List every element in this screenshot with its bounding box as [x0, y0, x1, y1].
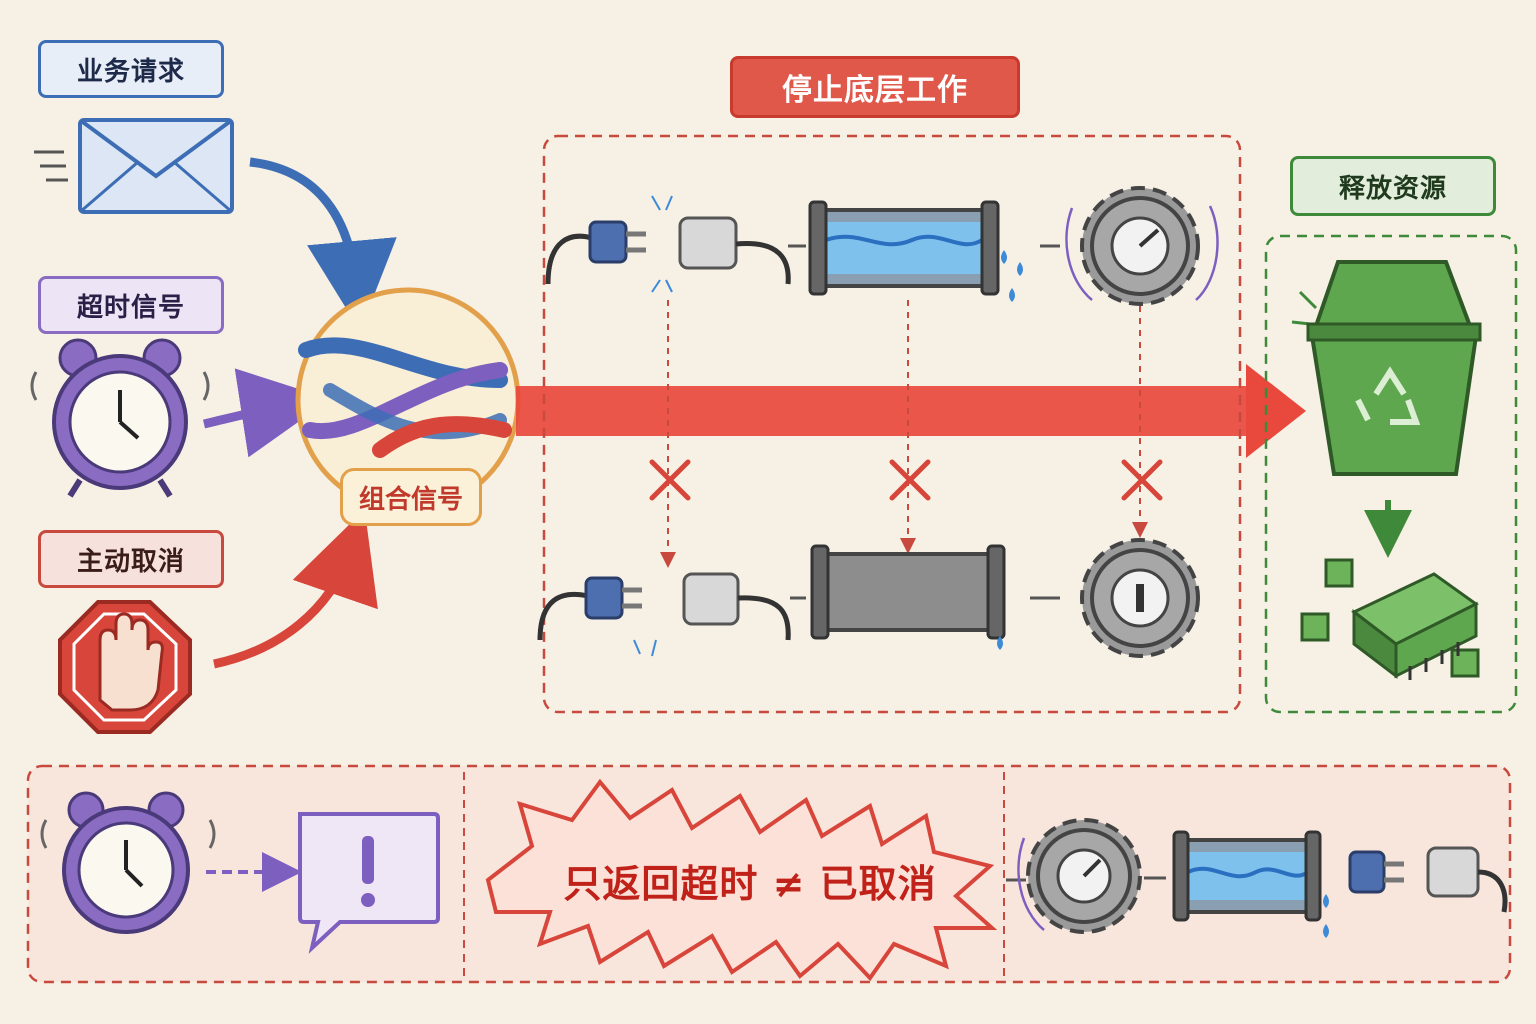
timeout-signal-label: 超时信号 [38, 276, 224, 334]
gear-icon [1017, 818, 1142, 934]
main-cancel-arrow [516, 364, 1306, 458]
release-panel [1264, 234, 1518, 714]
business-request-label: 业务请求 [38, 40, 224, 98]
plug-icon [1348, 846, 1508, 913]
request-arrow [249, 157, 397, 331]
chip-icon [1300, 558, 1480, 680]
cut-connectors [649, 300, 1163, 568]
release-resources-label: 释放资源 [1290, 156, 1496, 216]
cancel-arrow [213, 509, 378, 669]
alarm-clock-icon [30, 338, 210, 498]
combined-signal-label: 组合信号 [340, 468, 482, 526]
braided-signal-icon [295, 287, 521, 513]
warning-text: 只返回超时 ≠ 已取消 [563, 861, 937, 906]
gear-icon [1065, 186, 1219, 306]
plug-icon [545, 195, 791, 293]
gear-icon [1080, 538, 1200, 658]
pipe-icon [808, 200, 1023, 302]
alarm-clock-icon [40, 791, 216, 934]
recycle-bin-icon [1291, 260, 1482, 476]
warning-burst [485, 778, 998, 982]
pipe-icon [810, 544, 1006, 650]
active-cancel-label: 主动取消 [38, 530, 224, 588]
alert-bubble-icon [298, 812, 440, 954]
timeout-arrow [202, 368, 331, 458]
stop-hand-icon [58, 600, 192, 734]
stop-work-label: 停止底层工作 [730, 56, 1020, 118]
envelope-icon [34, 118, 234, 214]
plug-icon [537, 572, 791, 657]
pipe-icon [1172, 830, 1329, 938]
